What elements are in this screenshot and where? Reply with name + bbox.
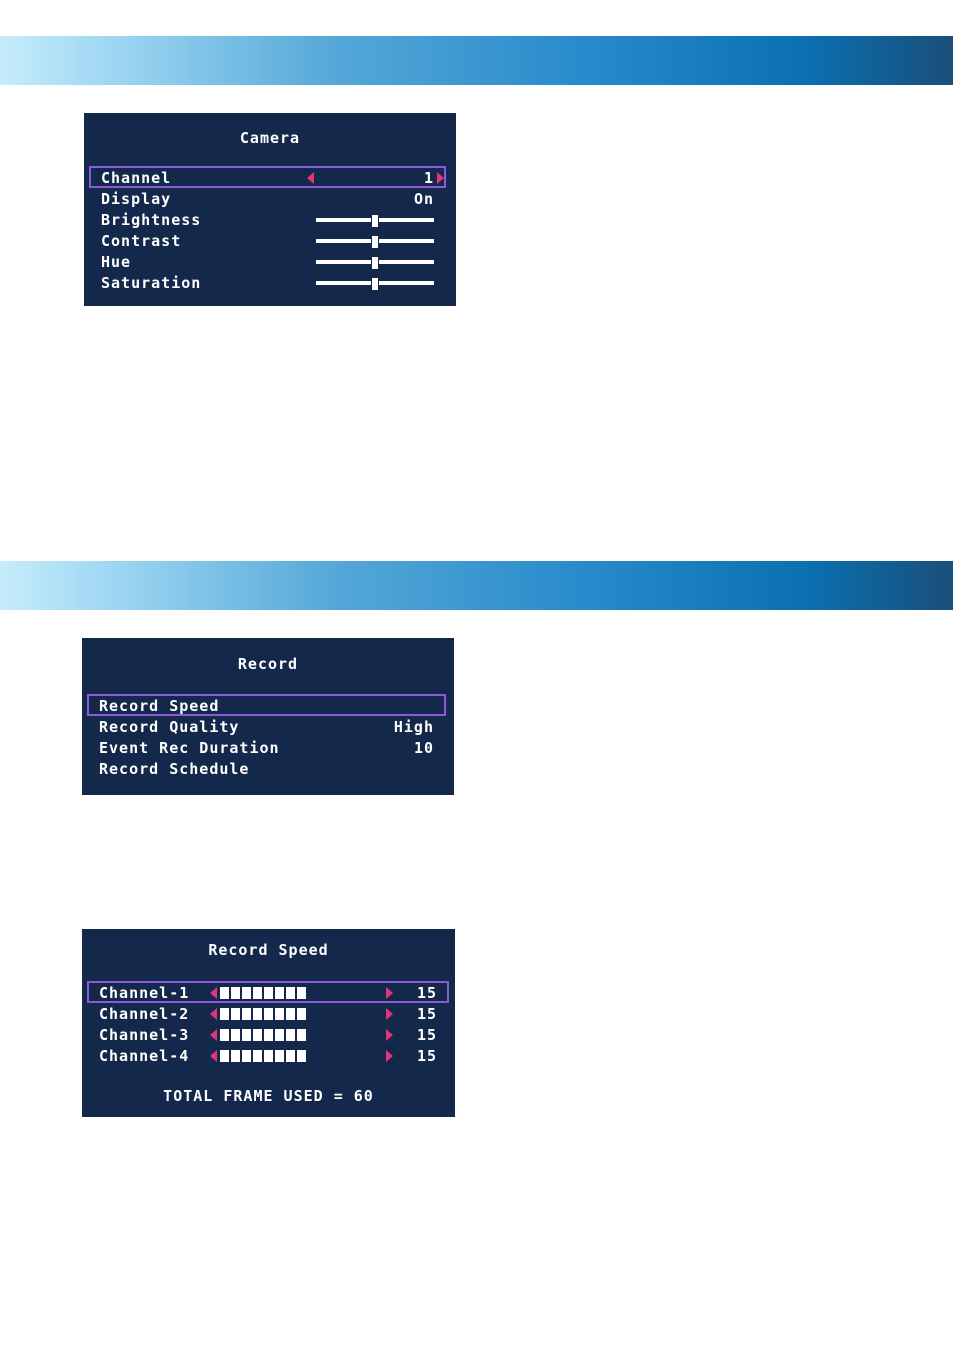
right-arrow-icon[interactable] [386, 987, 393, 999]
menu-item-contrast[interactable]: Contrast [84, 231, 456, 251]
speed-bar-segment [275, 1050, 284, 1062]
slider-knob[interactable] [371, 235, 379, 249]
speed-bar-segment [297, 987, 306, 999]
menu-item-channel[interactable]: Channel 1 [84, 168, 456, 188]
slider-knob[interactable] [371, 214, 379, 228]
section-header-band-1 [0, 36, 953, 85]
speed-bar-segment [253, 987, 262, 999]
record-menu: Record Record Speed Record Quality High … [82, 638, 454, 795]
speed-row-channel-1[interactable]: Channel-1 15 [82, 983, 455, 1003]
speed-bar-segment [275, 987, 284, 999]
speed-bar-segment [286, 1008, 295, 1020]
camera-menu-title: Camera [84, 129, 456, 147]
contrast-slider[interactable] [316, 235, 434, 247]
speed-value: 15 [417, 1025, 437, 1045]
speed-level-bar [220, 1008, 306, 1020]
speed-bar-segment [220, 1050, 229, 1062]
record-speed-menu-title: Record Speed [82, 941, 455, 959]
speed-value: 15 [417, 1046, 437, 1066]
menu-item-brightness[interactable]: Brightness [84, 210, 456, 230]
speed-value: 15 [417, 983, 437, 1003]
speed-bar-segment [242, 1050, 251, 1062]
menu-item-label: Contrast [101, 231, 181, 251]
slider-knob[interactable] [371, 256, 379, 270]
record-menu-title: Record [82, 655, 454, 673]
speed-bar-segment [231, 1029, 240, 1041]
speed-bar-segment [253, 1050, 262, 1062]
left-arrow-icon[interactable] [307, 172, 314, 184]
speed-bar-segment [275, 1008, 284, 1020]
speed-bar-segment [264, 1029, 273, 1041]
menu-item-saturation[interactable]: Saturation [84, 273, 456, 293]
speed-bar-segment [231, 1050, 240, 1062]
speed-bar-segment [253, 1008, 262, 1020]
speed-bar-segment [220, 1029, 229, 1041]
speed-level-bar [220, 1029, 306, 1041]
speed-bar-segment [264, 1008, 273, 1020]
speed-bar-segment [242, 1029, 251, 1041]
speed-level-bar [220, 987, 306, 999]
menu-item-label: Display [101, 189, 171, 209]
event-rec-duration-value: 10 [414, 738, 434, 758]
menu-item-event-rec-duration[interactable]: Event Rec Duration 10 [82, 738, 454, 758]
menu-item-record-schedule[interactable]: Record Schedule [82, 759, 454, 779]
record-speed-menu: Record Speed Channel-1 15 Channel-2 15 C… [82, 929, 455, 1117]
channel-label: Channel-4 [99, 1046, 189, 1066]
left-arrow-icon[interactable] [210, 1050, 217, 1062]
right-arrow-icon[interactable] [386, 1050, 393, 1062]
speed-row-channel-3[interactable]: Channel-3 15 [82, 1025, 455, 1045]
right-arrow-icon[interactable] [386, 1008, 393, 1020]
total-frame-used: TOTAL FRAME USED = 60 [82, 1087, 455, 1105]
speed-bar-segment [242, 1008, 251, 1020]
menu-item-label: Brightness [101, 210, 201, 230]
menu-item-label: Record Schedule [99, 759, 249, 779]
left-arrow-icon[interactable] [210, 1029, 217, 1041]
menu-item-record-quality[interactable]: Record Quality High [82, 717, 454, 737]
speed-bar-segment [297, 1029, 306, 1041]
menu-item-label: Channel [101, 168, 171, 188]
brightness-slider[interactable] [316, 214, 434, 226]
speed-row-channel-2[interactable]: Channel-2 15 [82, 1004, 455, 1024]
speed-level-bar [220, 1050, 306, 1062]
speed-value: 15 [417, 1004, 437, 1024]
menu-item-label: Hue [101, 252, 131, 272]
record-quality-value: High [394, 717, 434, 737]
speed-bar-segment [275, 1029, 284, 1041]
speed-bar-segment [220, 1008, 229, 1020]
right-arrow-icon[interactable] [437, 172, 444, 184]
section-header-band-2 [0, 561, 953, 610]
speed-bar-segment [231, 1008, 240, 1020]
hue-slider[interactable] [316, 256, 434, 268]
speed-bar-segment [297, 1008, 306, 1020]
camera-menu: Camera Channel 1 Display On Brightness C… [84, 113, 456, 306]
menu-item-record-speed[interactable]: Record Speed [82, 696, 454, 716]
channel-label: Channel-1 [99, 983, 189, 1003]
speed-bar-segment [242, 987, 251, 999]
menu-item-hue[interactable]: Hue [84, 252, 456, 272]
channel-label: Channel-2 [99, 1004, 189, 1024]
speed-bar-segment [264, 987, 273, 999]
left-arrow-icon[interactable] [210, 987, 217, 999]
menu-item-label: Saturation [101, 273, 201, 293]
menu-item-label: Record Speed [99, 696, 219, 716]
channel-value: 1 [424, 168, 434, 188]
speed-bar-segment [253, 1029, 262, 1041]
saturation-slider[interactable] [316, 277, 434, 289]
speed-bar-segment [264, 1050, 273, 1062]
menu-item-label: Record Quality [99, 717, 239, 737]
channel-label: Channel-3 [99, 1025, 189, 1045]
speed-bar-segment [286, 1050, 295, 1062]
speed-bar-segment [297, 1050, 306, 1062]
display-value: On [414, 189, 434, 209]
left-arrow-icon[interactable] [210, 1008, 217, 1020]
slider-knob[interactable] [371, 277, 379, 291]
speed-bar-segment [286, 1029, 295, 1041]
speed-bar-segment [220, 987, 229, 999]
menu-item-label: Event Rec Duration [99, 738, 280, 758]
speed-bar-segment [231, 987, 240, 999]
speed-bar-segment [286, 987, 295, 999]
speed-row-channel-4[interactable]: Channel-4 15 [82, 1046, 455, 1066]
right-arrow-icon[interactable] [386, 1029, 393, 1041]
menu-item-display[interactable]: Display On [84, 189, 456, 209]
